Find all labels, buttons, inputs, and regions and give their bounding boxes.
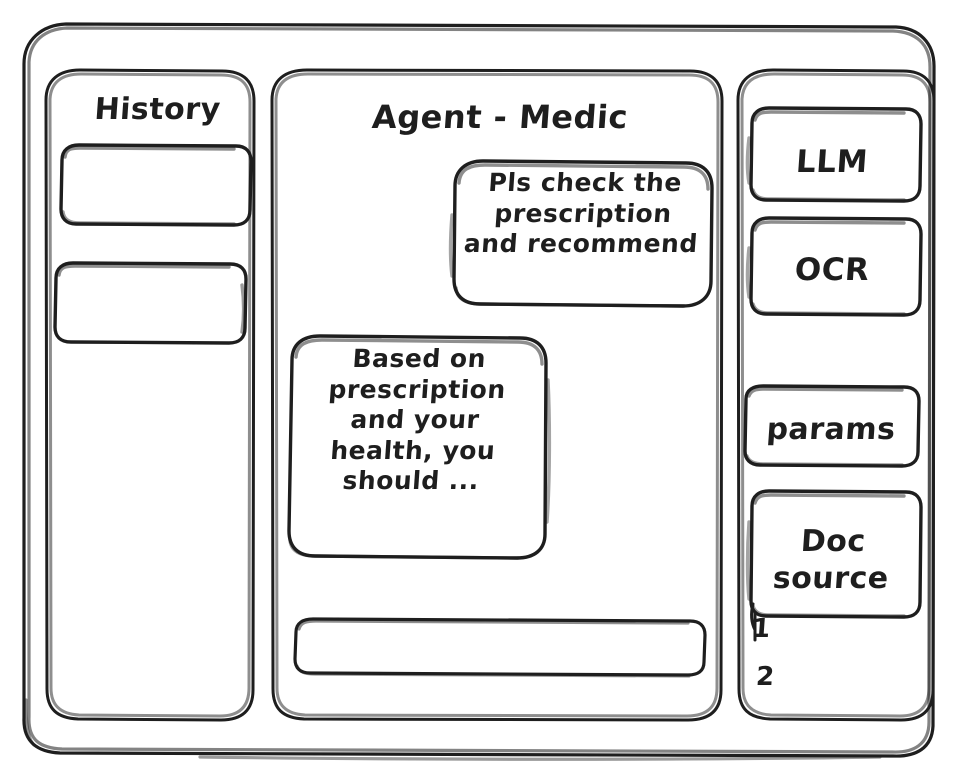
user-message-bubble <box>454 161 712 306</box>
assistant-message-bubble <box>289 336 546 558</box>
history-item-2[interactable] <box>55 263 246 343</box>
history-item-1[interactable] <box>61 145 251 225</box>
tool-doc-source-button[interactable] <box>751 491 921 617</box>
history-item-2-outline <box>53 261 248 345</box>
tool-params-outline <box>743 384 921 468</box>
tool-ocr-outline <box>745 216 923 317</box>
composer-input-outline <box>293 617 707 678</box>
tool-ocr-button[interactable] <box>751 218 921 315</box>
assistant-message-bubble-outline <box>287 334 552 560</box>
tool-doc-source-outline <box>745 489 923 619</box>
tool-llm-button[interactable] <box>751 108 921 201</box>
history-item-1-outline <box>59 143 253 227</box>
tool-params-button[interactable] <box>745 386 919 466</box>
user-message-bubble-outline <box>448 159 714 308</box>
message-input[interactable] <box>295 619 705 675</box>
history-panel-outline <box>44 68 256 722</box>
main-panel-outline <box>270 68 724 722</box>
tool-llm-outline <box>745 106 923 203</box>
tools-panel-outline <box>736 68 936 722</box>
doc-source-connector <box>750 602 757 642</box>
